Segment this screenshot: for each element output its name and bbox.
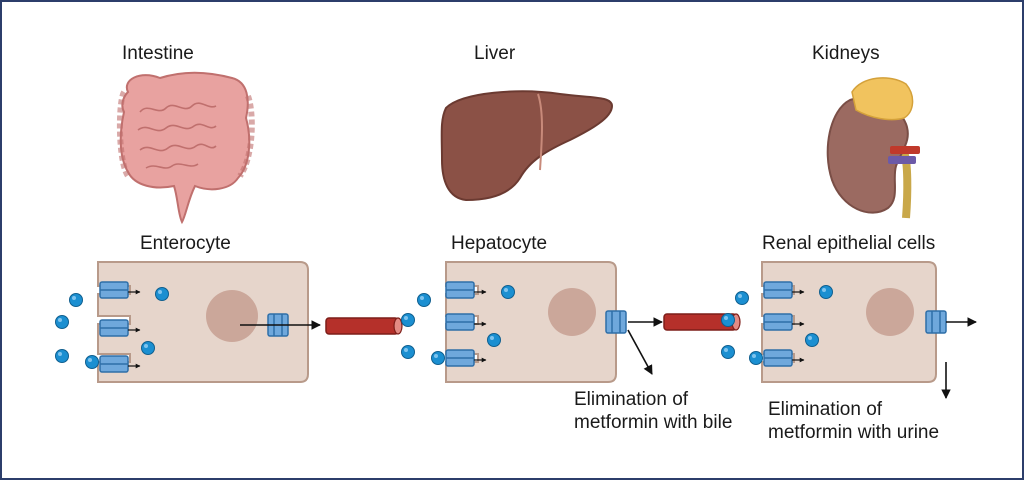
urine-elimination-note: Elimination of metformin with urine: [768, 398, 939, 444]
renal-epithelial-cell: [761, 261, 937, 383]
intestine-label: Intestine: [122, 43, 194, 64]
liver-label: Liver: [474, 43, 516, 64]
nucleus: [206, 290, 258, 342]
blood-vessel-icon: [325, 313, 741, 335]
bile-elimination-note: Elimination of metformin with bile: [574, 388, 732, 434]
nucleus: [866, 288, 914, 336]
kidneys-label: Kidneys: [812, 43, 880, 64]
nucleus: [548, 288, 596, 336]
urine-note-line1: Elimination of: [768, 399, 883, 420]
intestine-icon: [116, 71, 255, 225]
bile-note-line2: metformin with bile: [574, 412, 733, 433]
kidney-icon: [826, 77, 920, 219]
hepatocyte-label: Hepatocyte: [451, 233, 548, 254]
liver-icon: [440, 90, 614, 202]
renal-epithelial-label: Renal epithelial cells: [762, 233, 936, 254]
hepatocyte-cell: [445, 261, 617, 383]
enterocyte-label: Enterocyte: [140, 233, 231, 254]
urine-note-line2: metformin with urine: [768, 422, 940, 443]
bile-note-line1: Elimination of: [574, 389, 689, 410]
